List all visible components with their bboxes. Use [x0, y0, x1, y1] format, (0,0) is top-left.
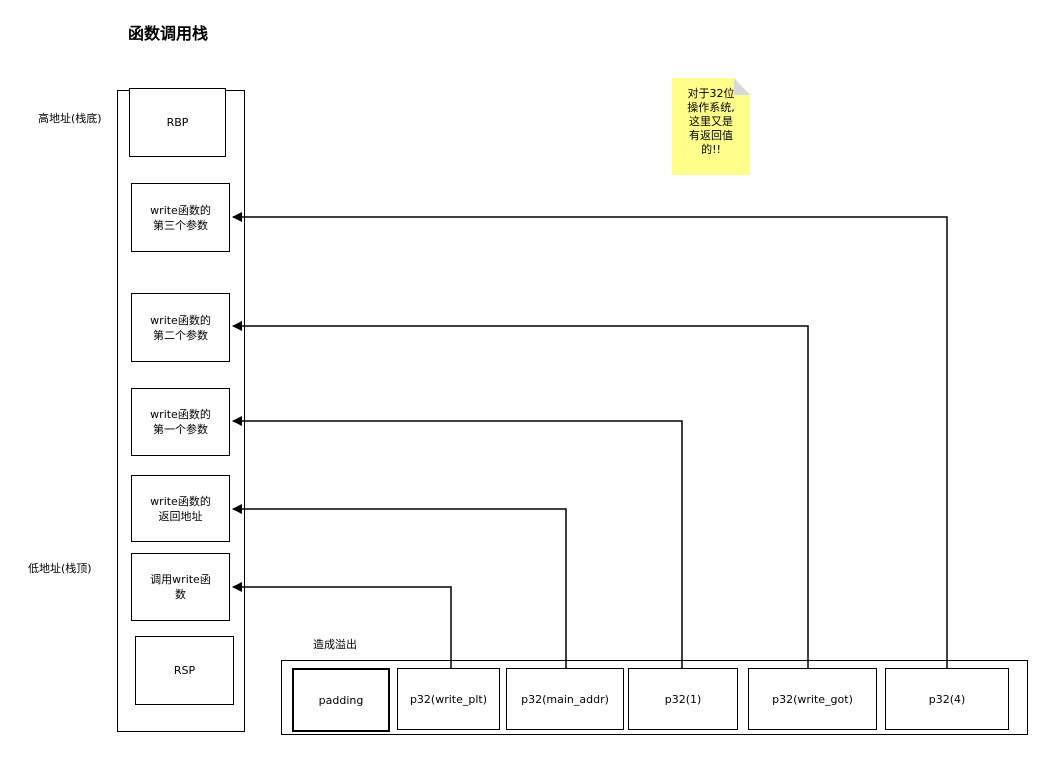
arrow-p1-to-arg1 [232, 416, 683, 668]
payload-padding: padding [292, 668, 390, 732]
payload-write-plt: p32(write_plt) [397, 668, 500, 730]
stack-write-arg2: write函数的 第二个参数 [131, 293, 230, 362]
payload-frame [281, 660, 1028, 735]
stack-write-arg3: write函数的 第三个参数 [131, 183, 230, 252]
high-address-label: 高地址(栈底) [38, 112, 102, 125]
overflow-label: 造成溢出 [313, 638, 357, 651]
low-address-label: 低地址(栈顶) [28, 562, 92, 575]
stack-rsp: RSP [135, 636, 234, 705]
payload-p32-1: p32(1) [628, 668, 738, 730]
diagram-title: 函数调用栈 [128, 24, 209, 43]
sticky-note-text: 对于32位 操作系统, 这里又是 有返回值 的!! [687, 87, 735, 156]
arrow-main-addr-to-ret [232, 504, 567, 668]
stack-rbp: RBP [129, 88, 226, 157]
stack-call-write: 调用write函 数 [131, 553, 230, 621]
payload-main-addr: p32(main_addr) [506, 668, 624, 730]
payload-write-got: p32(write_got) [748, 668, 877, 730]
stack-write-arg1: write函数的 第一个参数 [131, 388, 230, 456]
stack-write-return-address: write函数的 返回地址 [131, 475, 230, 542]
arrow-write-got-to-arg2 [232, 321, 809, 668]
arrow-p4-to-arg3 [232, 212, 948, 668]
arrow-write-plt-to-call [232, 582, 452, 668]
payload-p32-4: p32(4) [885, 668, 1009, 730]
